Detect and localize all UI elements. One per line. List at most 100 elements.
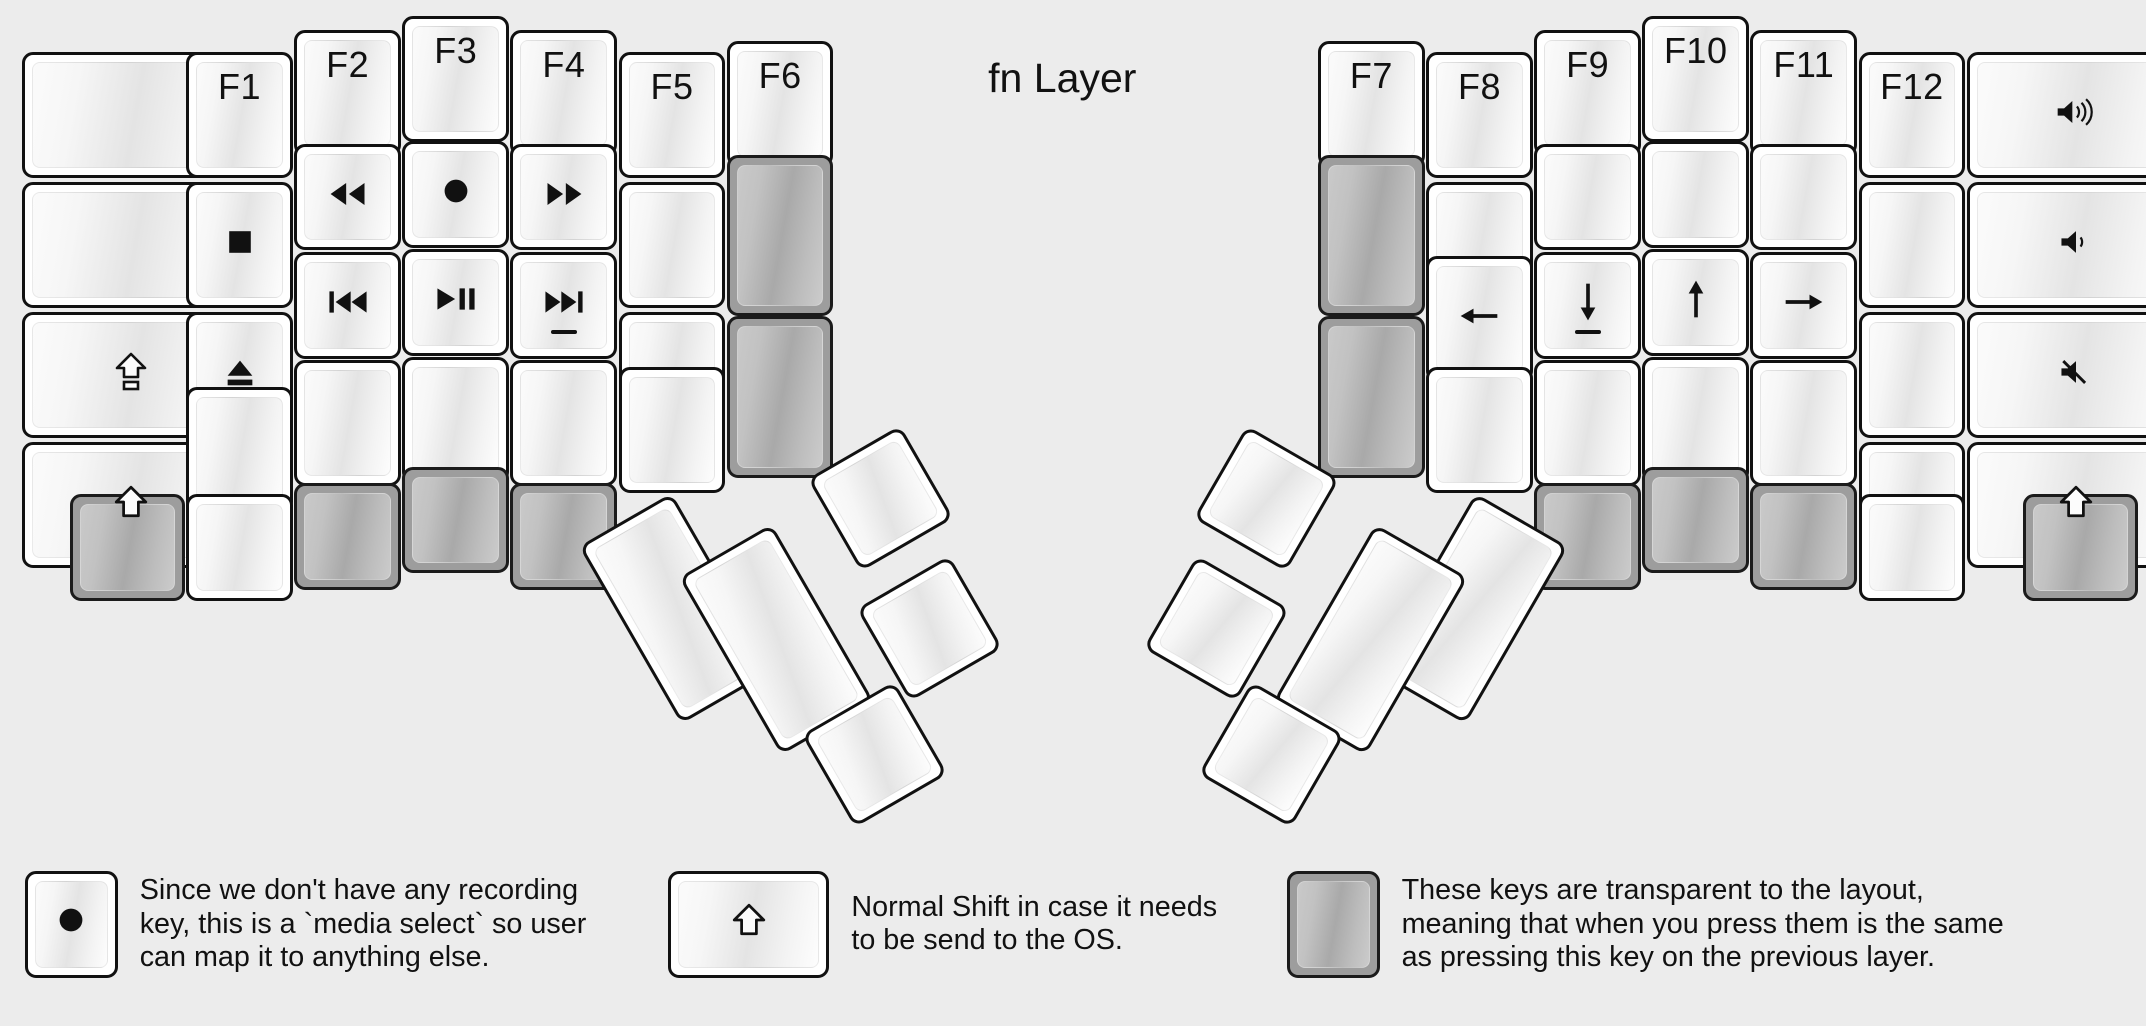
right-blank-key[interactable] (1750, 359, 1858, 486)
keycap-face: F8 (1436, 62, 1523, 168)
key-arrow-down[interactable] (1534, 251, 1641, 359)
key-f5[interactable]: F5 (618, 52, 726, 178)
key-arrow-up[interactable] (1642, 249, 1750, 356)
keycap-face (820, 438, 940, 558)
left-blank-key[interactable] (186, 387, 293, 514)
key-f10[interactable]: F10 (1642, 16, 1750, 143)
left-thumb-key[interactable] (856, 555, 1003, 702)
shift-icon (732, 901, 766, 948)
keycap-face (1544, 369, 1631, 476)
key-f12[interactable]: F12 (1858, 52, 1966, 178)
right-transparent-key[interactable] (1642, 466, 1750, 574)
key-f11[interactable]: F11 (1750, 30, 1858, 157)
key-arrow-right[interactable] (1750, 251, 1858, 359)
left-blank-key[interactable] (186, 494, 293, 601)
key-play-pause[interactable] (402, 249, 510, 356)
legend-shift-key[interactable] (667, 870, 830, 978)
left-transparent-key[interactable] (726, 154, 834, 317)
key-f8[interactable]: F8 (1426, 52, 1533, 178)
key-prev-track[interactable] (294, 251, 401, 359)
left-blank-key[interactable] (510, 359, 618, 486)
record-icon (52, 901, 90, 948)
key-f4[interactable]: F4 (510, 30, 618, 157)
right-transparent-key[interactable] (1317, 316, 1425, 478)
key-f1[interactable]: F1 (186, 52, 293, 178)
left-blank-key[interactable] (402, 357, 510, 484)
left-blank-key[interactable] (618, 182, 726, 308)
keycap-face: F9 (1544, 40, 1631, 147)
legend-record-key[interactable] (24, 870, 118, 978)
key-f7[interactable]: F7 (1317, 41, 1425, 167)
key-stop[interactable] (186, 182, 293, 308)
key-label: F1 (217, 66, 261, 107)
key-label: F12 (1880, 66, 1944, 107)
right-blank-key[interactable] (1534, 143, 1641, 251)
keycap-face: F12 (1868, 62, 1956, 168)
volume-down-icon (2056, 225, 2096, 265)
key-label: F8 (1457, 66, 1501, 107)
right-transparent-key[interactable] (1750, 483, 1858, 590)
keycap-face (1868, 504, 1956, 591)
key-arrow-left[interactable] (1426, 255, 1533, 382)
keycap-face (1760, 493, 1848, 580)
keycap-face (2032, 504, 2128, 591)
key-fast-forward[interactable] (510, 143, 618, 251)
keycap-face (1436, 376, 1523, 483)
key-f2[interactable]: F2 (294, 30, 401, 157)
key-volume-down[interactable] (1966, 182, 2146, 308)
key-label: F7 (1349, 55, 1393, 97)
keycap-face (1868, 192, 1956, 298)
keycap-face (196, 192, 283, 298)
rewind-icon (326, 177, 370, 217)
key-rewind[interactable] (294, 143, 401, 251)
key-f6[interactable]: F6 (726, 41, 834, 167)
left-transparent-key[interactable] (294, 483, 401, 590)
right-thumb-key[interactable] (1143, 555, 1290, 702)
keycap-face: F3 (412, 26, 500, 133)
right-blank-key[interactable] (1858, 182, 1966, 308)
right-blank-key[interactable] (1750, 143, 1858, 251)
shift-icon (114, 483, 148, 527)
keycap-face (628, 192, 716, 298)
keycap-face (1976, 62, 2146, 168)
keycap-face (1652, 150, 1740, 238)
right-blank-key[interactable] (1426, 366, 1533, 493)
keycap-face (79, 504, 175, 591)
keycap-face (520, 153, 608, 241)
key-label: F4 (542, 44, 586, 86)
legend-transparent-key[interactable] (1286, 870, 1380, 978)
left-transparent-key[interactable] (402, 466, 510, 574)
legend-transparent: These keys are transparent to the layout… (1286, 870, 2004, 978)
right-transparent-key[interactable] (1317, 154, 1425, 317)
key-label: F6 (758, 55, 802, 97)
keycap-face (736, 326, 824, 468)
key-f3[interactable]: F3 (402, 16, 510, 143)
right-blank-key[interactable] (1642, 140, 1750, 248)
keycap-face (1976, 322, 2146, 428)
right-blank-key[interactable] (1858, 494, 1966, 601)
keycap-face (1544, 261, 1631, 349)
right-blank-key[interactable] (1858, 312, 1966, 438)
right-blank-key[interactable] (1642, 357, 1750, 484)
keycap-face (304, 369, 391, 476)
left-blank-key[interactable] (294, 359, 401, 486)
fast-forward-icon (542, 177, 586, 217)
right-blank-key[interactable] (1534, 359, 1641, 486)
legend-shift: Normal Shift in case it needs to be send… (667, 870, 1217, 978)
left-transparent-key[interactable] (726, 316, 834, 478)
keycap-face (1286, 537, 1454, 742)
keycap-face: F7 (1327, 51, 1415, 157)
legend-transparent-text: These keys are transparent to the layout… (1401, 874, 2004, 973)
page-title: fn Layer (988, 54, 1137, 101)
keycap-face: F6 (736, 51, 824, 157)
key-record[interactable] (402, 140, 510, 248)
left-transparent-key[interactable] (69, 494, 185, 601)
keycap-face (677, 880, 820, 968)
key-next-track[interactable] (510, 251, 618, 359)
keycap-face (196, 397, 283, 504)
key-volume-mute[interactable] (1966, 312, 2146, 438)
left-blank-key[interactable] (618, 366, 726, 493)
key-f9[interactable]: F9 (1534, 30, 1641, 157)
key-volume-up[interactable] (1966, 52, 2146, 178)
